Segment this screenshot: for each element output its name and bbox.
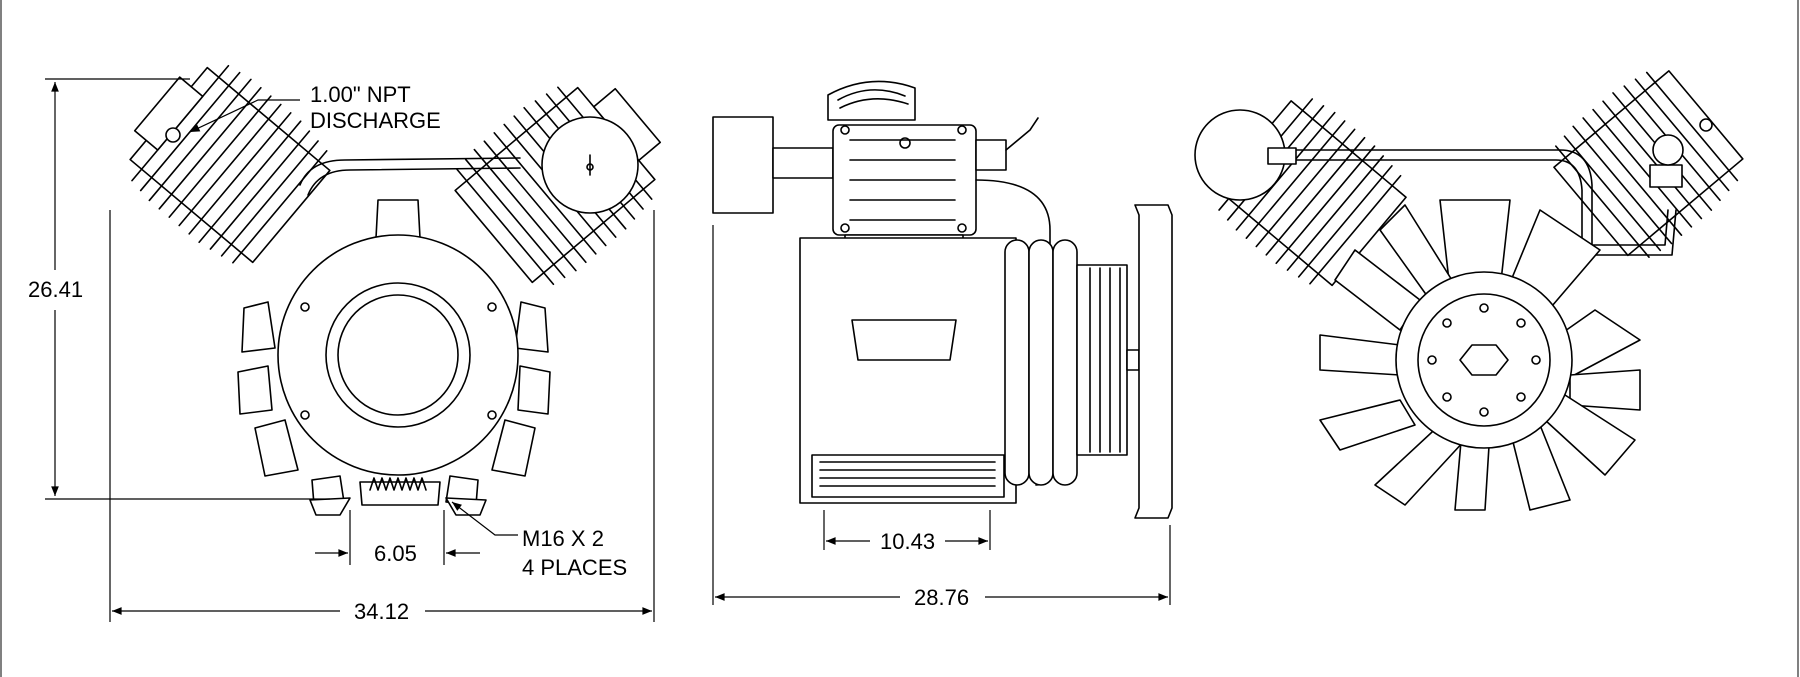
rear-fan <box>1319 199 1641 511</box>
height-dimension-label: 26.41 <box>28 277 83 302</box>
discharge-port <box>165 127 181 143</box>
front-foot-left <box>309 497 351 516</box>
side-flywheel <box>1134 204 1173 519</box>
transfer-tube <box>299 157 521 186</box>
base-width-dimension-label: 10.43 <box>880 529 935 554</box>
rear-view <box>1194 70 1744 511</box>
thread-label-line2: 4 PLACES <box>522 555 627 580</box>
bolt-spacing-dimension-label: 6.05 <box>374 541 417 566</box>
side-width-dimension-label: 28.76 <box>914 585 969 610</box>
side-head-top <box>827 80 916 121</box>
rear-check-valve <box>1649 164 1683 188</box>
side-dimensions <box>712 225 1171 605</box>
rear-right-cylinder <box>1553 70 1744 258</box>
side-filter <box>712 116 774 214</box>
front-view <box>129 64 662 516</box>
discharge-label-line2: DISCHARGE <box>310 108 441 133</box>
discharge-label-line1: 1.00" NPT <box>310 82 411 107</box>
side-pulley-hub <box>1076 264 1128 456</box>
side-view <box>712 80 1173 519</box>
front-left-cylinder <box>129 64 331 264</box>
side-fitting <box>1005 117 1039 151</box>
rear-tube <box>1274 149 1669 246</box>
thread-label-line1: M16 X 2 <box>522 526 604 551</box>
front-dimensions <box>45 78 655 622</box>
front-width-dimension-label: 34.12 <box>354 599 409 624</box>
front-crankcase <box>237 199 551 506</box>
